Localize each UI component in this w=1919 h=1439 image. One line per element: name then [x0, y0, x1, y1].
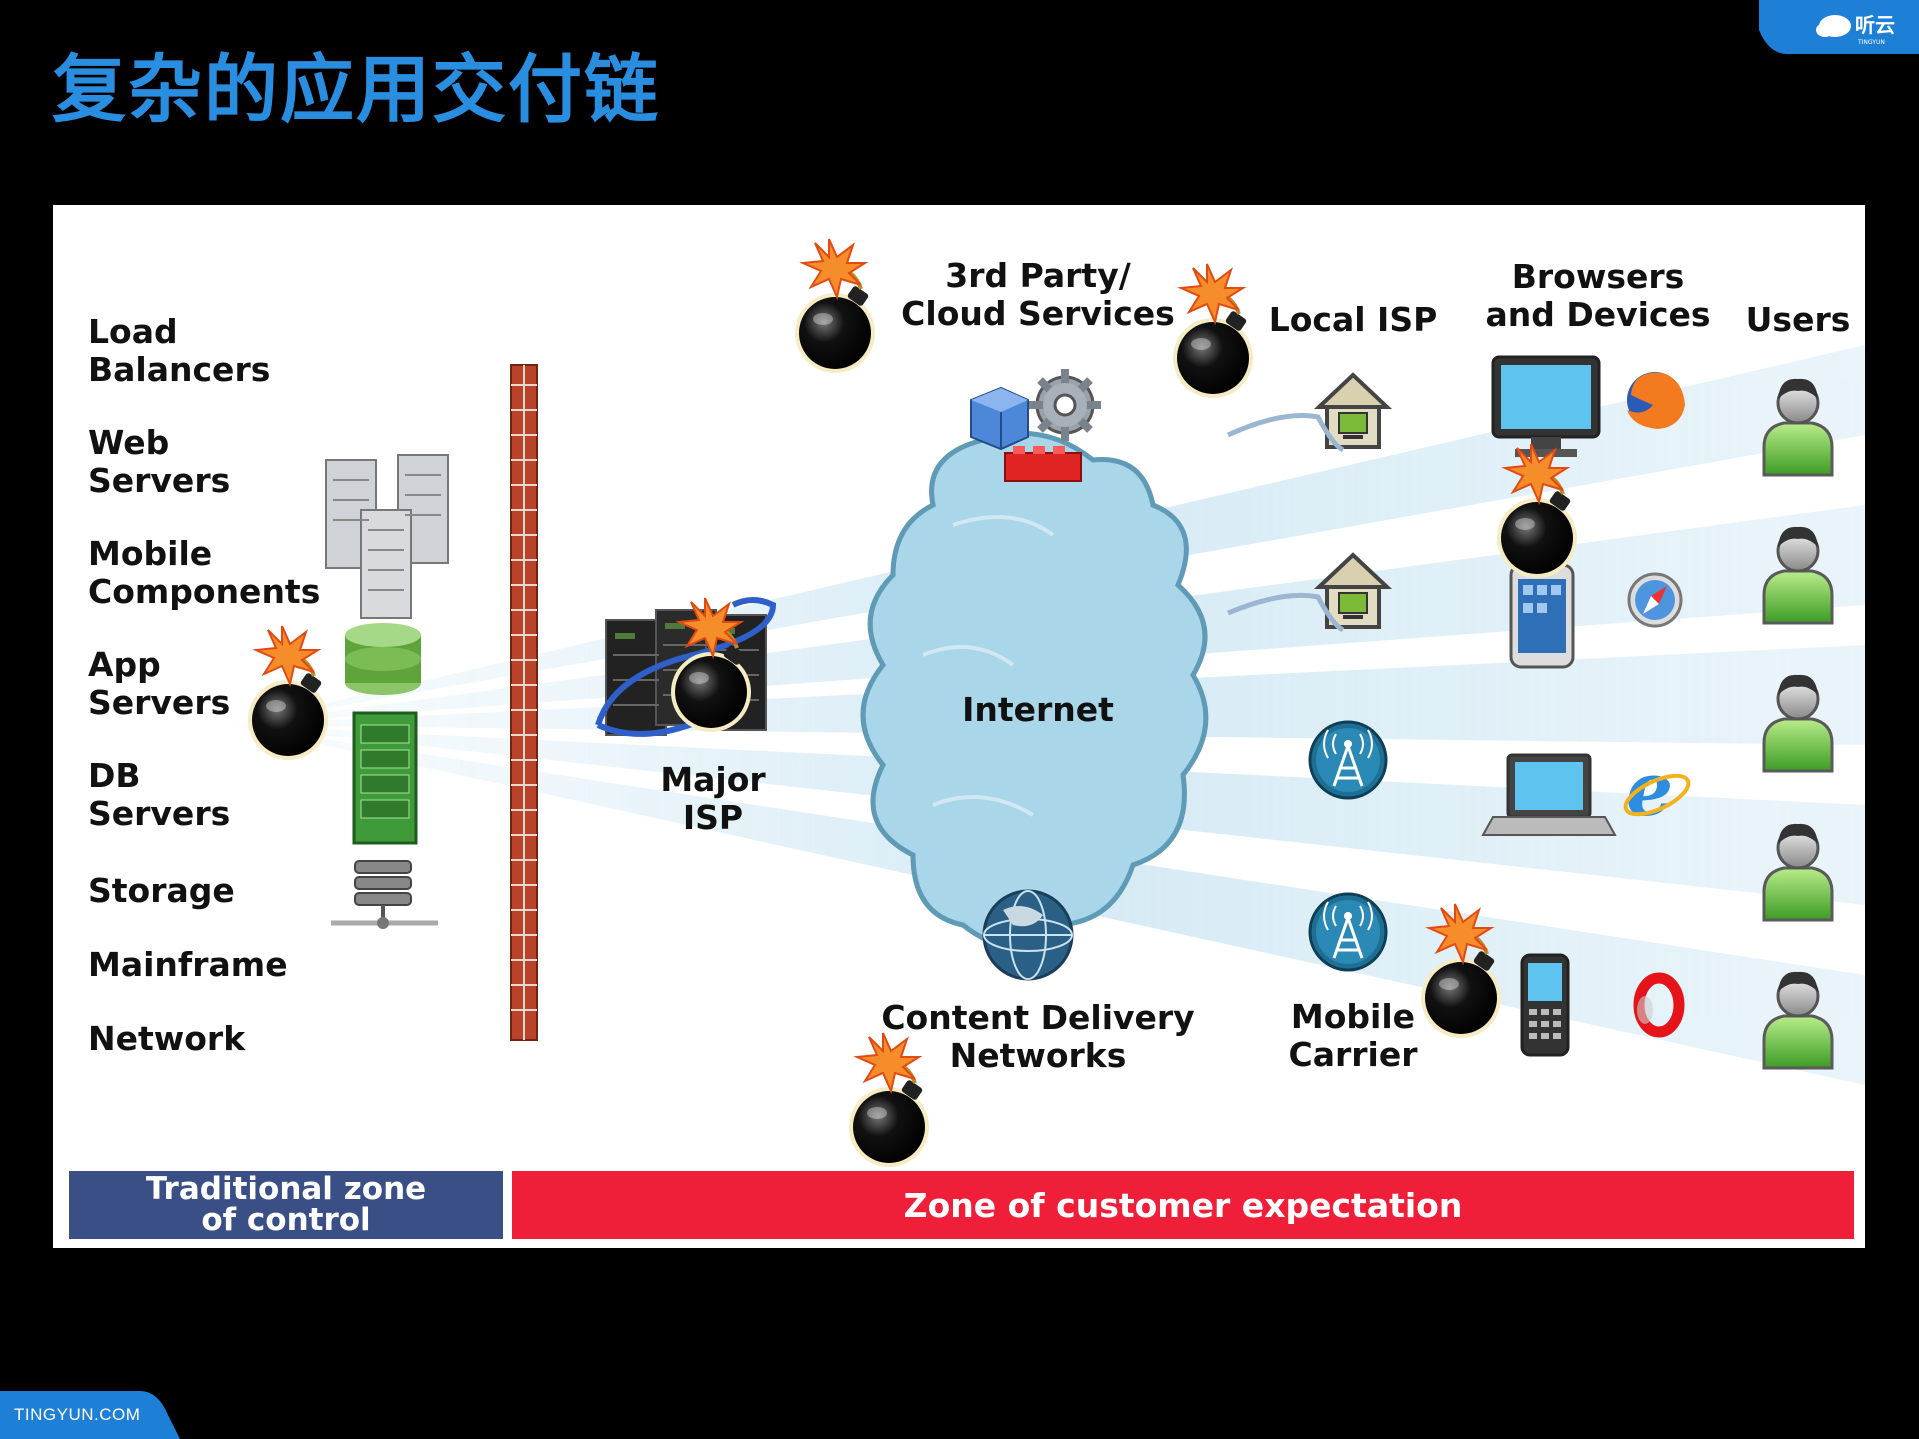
server-icon — [325, 454, 449, 619]
footer-band — [0, 1391, 180, 1439]
cloud-logo-icon — [1816, 15, 1851, 37]
zone-customer: Zone of customer expectation — [512, 1171, 1854, 1239]
label-browsers-devices: Browsers and Devices — [1485, 257, 1711, 334]
server-icon — [352, 711, 418, 845]
firefox-icon — [1627, 372, 1685, 429]
label-local-isp: Local ISP — [1268, 300, 1438, 339]
storage-icon — [331, 860, 438, 929]
label-web-servers: Web Servers — [88, 423, 231, 500]
label-cdn: Content Delivery Networks — [881, 998, 1195, 1075]
label-storage: Storage — [88, 871, 235, 910]
label-mobile-components: Mobile Components — [88, 534, 321, 611]
diagram-panel: e Load Balancers Web Servers Mobile Comp… — [53, 205, 1865, 1248]
gear-icon — [1029, 369, 1101, 441]
monitor-icon — [1491, 355, 1601, 457]
cellphone-icon — [1520, 953, 1570, 1057]
antenna-icon — [1308, 892, 1388, 972]
label-mainframe: Mainframe — [88, 945, 288, 984]
corner-logo: 听云 TINGYUN — [1759, 0, 1919, 54]
globe-icon — [982, 889, 1074, 981]
bomb-icon — [793, 237, 877, 375]
smartphone-icon — [1509, 563, 1575, 669]
label-internet: Internet — [962, 690, 1114, 729]
antenna-icon — [1308, 720, 1388, 800]
bomb-icon — [246, 624, 330, 762]
safari-icon — [1627, 572, 1683, 628]
ie-icon: e — [1623, 747, 1691, 833]
cube-icon — [970, 386, 1082, 482]
label-db-servers: DB Servers — [88, 756, 231, 833]
label-load-balancers: Load Balancers — [88, 312, 271, 389]
label-network: Network — [88, 1019, 246, 1058]
opera-icon — [1633, 972, 1685, 1038]
diagram-art: e — [233, 237, 1865, 1169]
cloud-icon — [860, 430, 1209, 948]
logo-text: 听云 — [1855, 13, 1895, 37]
zone-traditional: Traditional zone of control — [69, 1171, 503, 1239]
page-title: 复杂的应用交付链 — [52, 47, 660, 133]
label-third-party: 3rd Party/ Cloud Services — [901, 256, 1175, 333]
label-mobile-carrier: Mobile Carrier — [1288, 997, 1418, 1074]
laptop-icon — [1481, 753, 1617, 836]
firewall-icon — [510, 364, 538, 1041]
label-app-servers: App Servers — [88, 645, 231, 722]
database-icon — [345, 623, 421, 695]
logo-sub: TINGYUN — [1857, 39, 1885, 46]
svg-text:e: e — [1626, 747, 1673, 833]
footer-text: TINGYUN.COM — [14, 1405, 141, 1424]
label-users: Users — [1745, 300, 1851, 339]
label-major-isp: Major ISP — [660, 760, 766, 837]
